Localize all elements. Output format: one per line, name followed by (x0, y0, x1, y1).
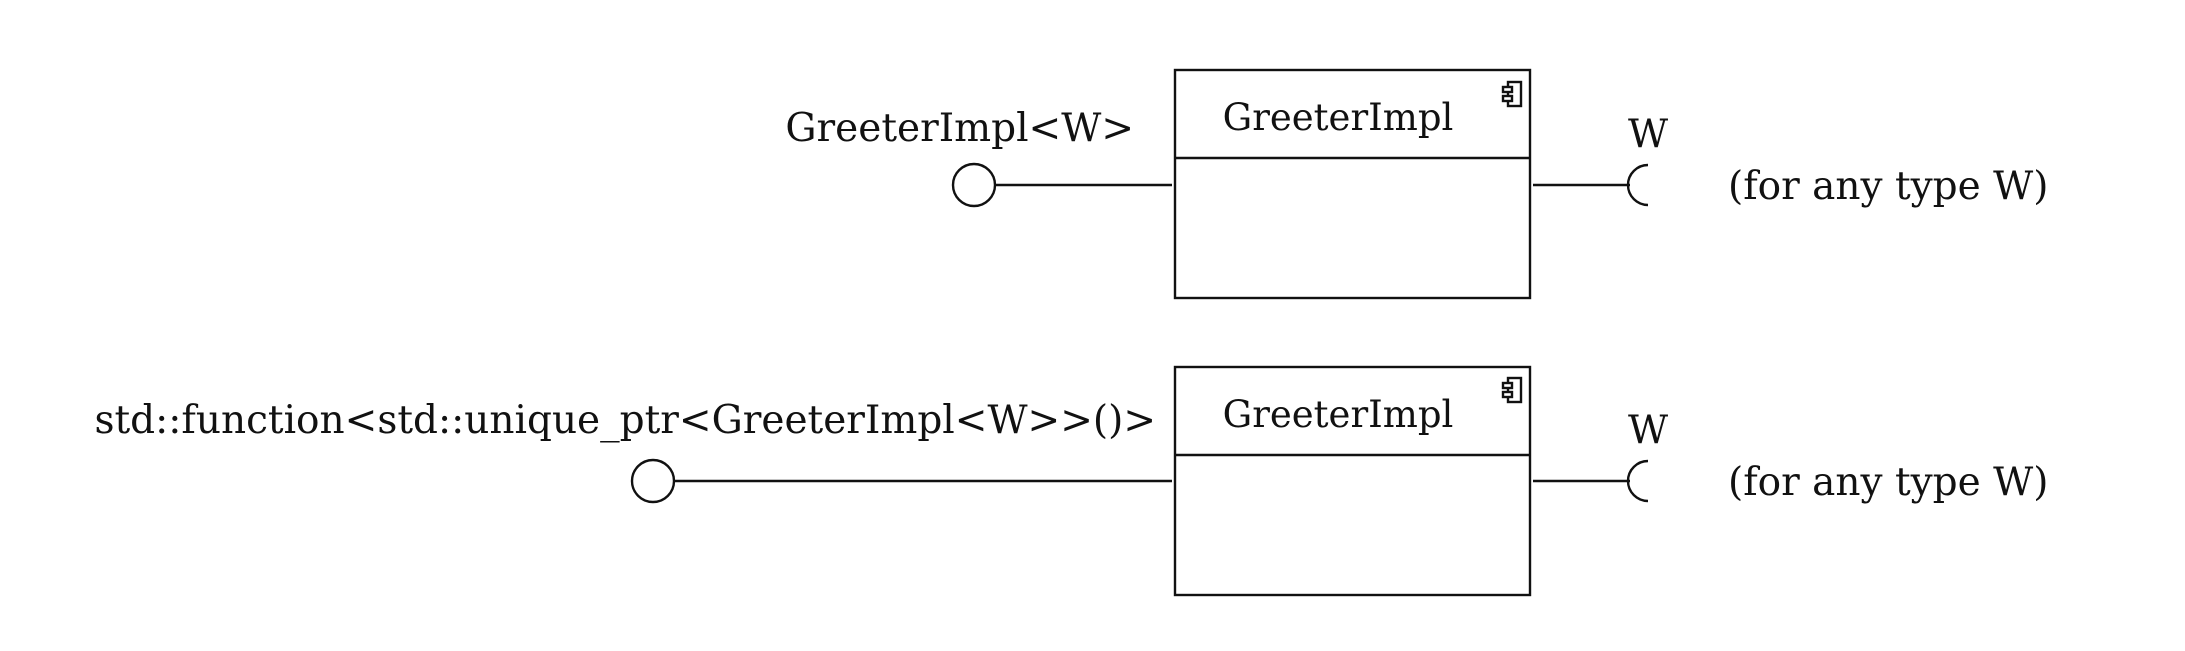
type-note: (for any type W) (1728, 460, 2048, 505)
component-row-1: GreeterImpl<W> GreeterImpl W (for any ty… (785, 68, 2048, 300)
provided-interface-label: GreeterImpl<W> (785, 106, 1134, 151)
component-name: GreeterImpl (1223, 393, 1454, 436)
provided-interface-lollipop (951, 162, 997, 208)
required-interface-label: W (1628, 112, 1668, 157)
required-interface-socket (1626, 163, 1649, 207)
component-box: GreeterImpl (1173, 365, 1532, 597)
component-icon (1501, 376, 1523, 404)
component-name: GreeterImpl (1223, 96, 1454, 139)
provided-interface-lollipop (630, 458, 676, 504)
component-icon (1501, 80, 1523, 108)
component-box: GreeterImpl (1173, 68, 1532, 300)
type-note: (for any type W) (1728, 164, 2048, 209)
component-row-2: std::function<std::unique_ptr<GreeterImp… (94, 365, 2048, 597)
required-interface-label: W (1628, 408, 1668, 453)
required-interface-socket (1626, 459, 1649, 503)
provided-interface-label: std::function<std::unique_ptr<GreeterImp… (94, 398, 1156, 443)
